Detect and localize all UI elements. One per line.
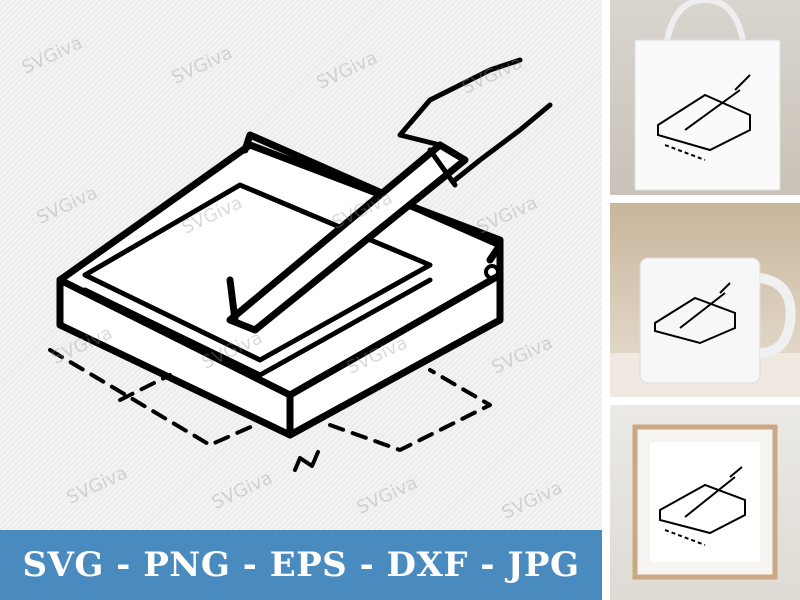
main-artwork: SVGiva SVGiva SVGiva SVGiva SVGiva SVGiv… xyxy=(0,0,602,530)
format-list: SVG - PNG - EPS - DXF - JPG xyxy=(22,545,580,585)
mockup-tote-bag xyxy=(610,0,800,195)
paper-cutter-illustration xyxy=(48,57,553,472)
mockup-framed-print xyxy=(610,405,800,600)
mockup-mug xyxy=(610,203,800,397)
format-banner: SVG - PNG - EPS - DXF - JPG xyxy=(0,530,602,600)
